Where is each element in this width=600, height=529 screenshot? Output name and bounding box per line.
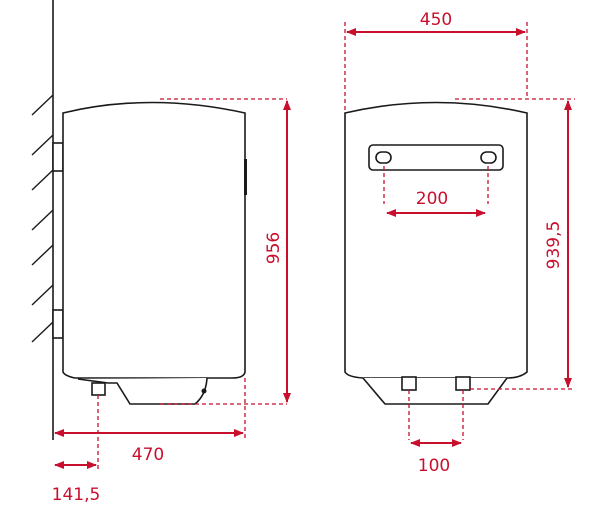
- front-view: 200 450 939,5 100: [344, 10, 575, 476]
- tank-body-front: [344, 101, 528, 379]
- dim-label-front-height: 939,5: [544, 221, 564, 270]
- bracket-hole-left: [375, 151, 392, 164]
- dim-label-pipe-spacing: 100: [418, 456, 450, 476]
- tank-body-side: [62, 101, 246, 379]
- pipe-front-left: [401, 376, 417, 391]
- wall-hatching: [31, 94, 54, 343]
- control-panel: [244, 159, 247, 195]
- mounting-bracket: [368, 144, 504, 171]
- dim-label-side-depth: 470: [132, 445, 164, 465]
- side-view: 956 470 141,5: [31, 0, 291, 505]
- dim-label-front-width: 450: [420, 10, 452, 30]
- dim-label-pipe-offset: 141,5: [52, 485, 101, 505]
- drain-knob: [201, 388, 207, 394]
- bracket-hole-right: [480, 151, 497, 164]
- dim-label-side-height: 956: [264, 232, 284, 264]
- wall-bracket-top: [52, 142, 64, 172]
- pipe-side: [91, 382, 106, 396]
- dim-label-bracket-holes: 200: [416, 189, 448, 209]
- pipe-front-right: [455, 376, 471, 391]
- wall-bracket-bottom: [52, 309, 64, 339]
- bottom-cover-side: [77, 377, 208, 405]
- bottom-cover-front: [362, 377, 508, 405]
